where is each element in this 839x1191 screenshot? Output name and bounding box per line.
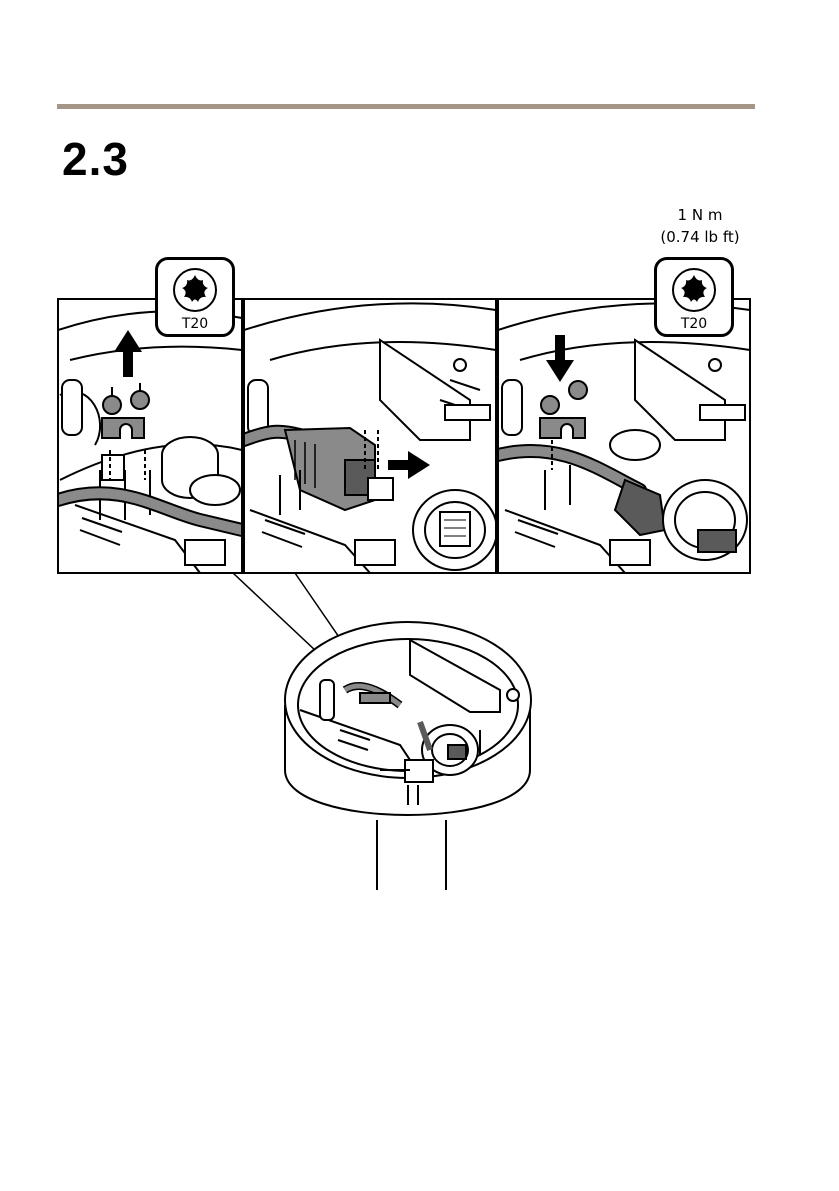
tool-badge-right: T20 <box>654 257 734 337</box>
panel-remove-clamp <box>58 311 242 573</box>
tool-badge-left: T20 <box>155 257 235 337</box>
arrow-up-icon <box>114 330 142 377</box>
torx-bit-icon <box>671 267 717 313</box>
arrow-right-icon <box>388 451 430 479</box>
arrow-down-icon <box>546 335 574 382</box>
torx-bit-icon <box>172 267 218 313</box>
tool-label: T20 <box>158 316 232 332</box>
tool-label: T20 <box>657 316 731 332</box>
panel-connect-cable <box>244 303 497 573</box>
overview-housing <box>285 622 531 890</box>
panel-reattach-clamp <box>498 303 750 573</box>
